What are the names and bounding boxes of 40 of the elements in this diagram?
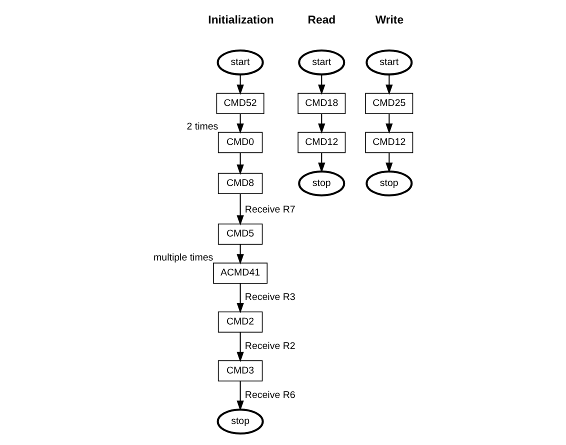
node-box: CMD8 — [218, 172, 263, 194]
arrow — [318, 152, 326, 173]
node-ellipse: start — [366, 50, 413, 76]
node-box: ACMD41 — [213, 262, 268, 284]
arrow — [236, 74, 244, 95]
node-box: CMD12 — [365, 132, 414, 154]
node-box: CMD0 — [218, 132, 263, 154]
edge-label: Receive R7 — [244, 204, 296, 216]
node-box: CMD52 — [216, 92, 264, 114]
arrow — [236, 381, 244, 411]
edge-label: Receive R6 — [244, 390, 296, 401]
node-box: CMD5 — [218, 224, 263, 245]
arrow — [318, 114, 326, 134]
arrow — [236, 152, 244, 175]
node-ellipse: start — [216, 50, 264, 76]
arrow — [236, 194, 244, 226]
node-box: CMD18 — [298, 92, 346, 114]
node-box: CMD2 — [218, 311, 263, 333]
arrow — [236, 244, 244, 264]
arrow — [236, 332, 244, 362]
arrow — [386, 74, 393, 95]
arrow — [236, 114, 244, 134]
node-ellipse: start — [298, 50, 346, 76]
label: Read — [308, 14, 336, 27]
arrow — [386, 114, 393, 134]
node-box: CMD25 — [365, 92, 414, 114]
node-label: 2 times — [186, 122, 218, 133]
node-box: CMD12 — [298, 132, 346, 154]
node-label: multiple times — [154, 252, 214, 264]
arrow — [386, 152, 393, 173]
edge-label: Receive R2 — [244, 340, 296, 352]
arrow — [236, 284, 244, 314]
node-ellipse: stop — [298, 170, 346, 196]
edge-label: Receive R3 — [244, 292, 296, 304]
label: Initialization — [208, 14, 274, 27]
node-ellipse: stop — [366, 170, 413, 196]
arrow — [318, 74, 326, 95]
node-box: CMD3 — [218, 360, 263, 382]
node-ellipse: stop — [216, 408, 264, 435]
label: Write — [375, 14, 404, 27]
